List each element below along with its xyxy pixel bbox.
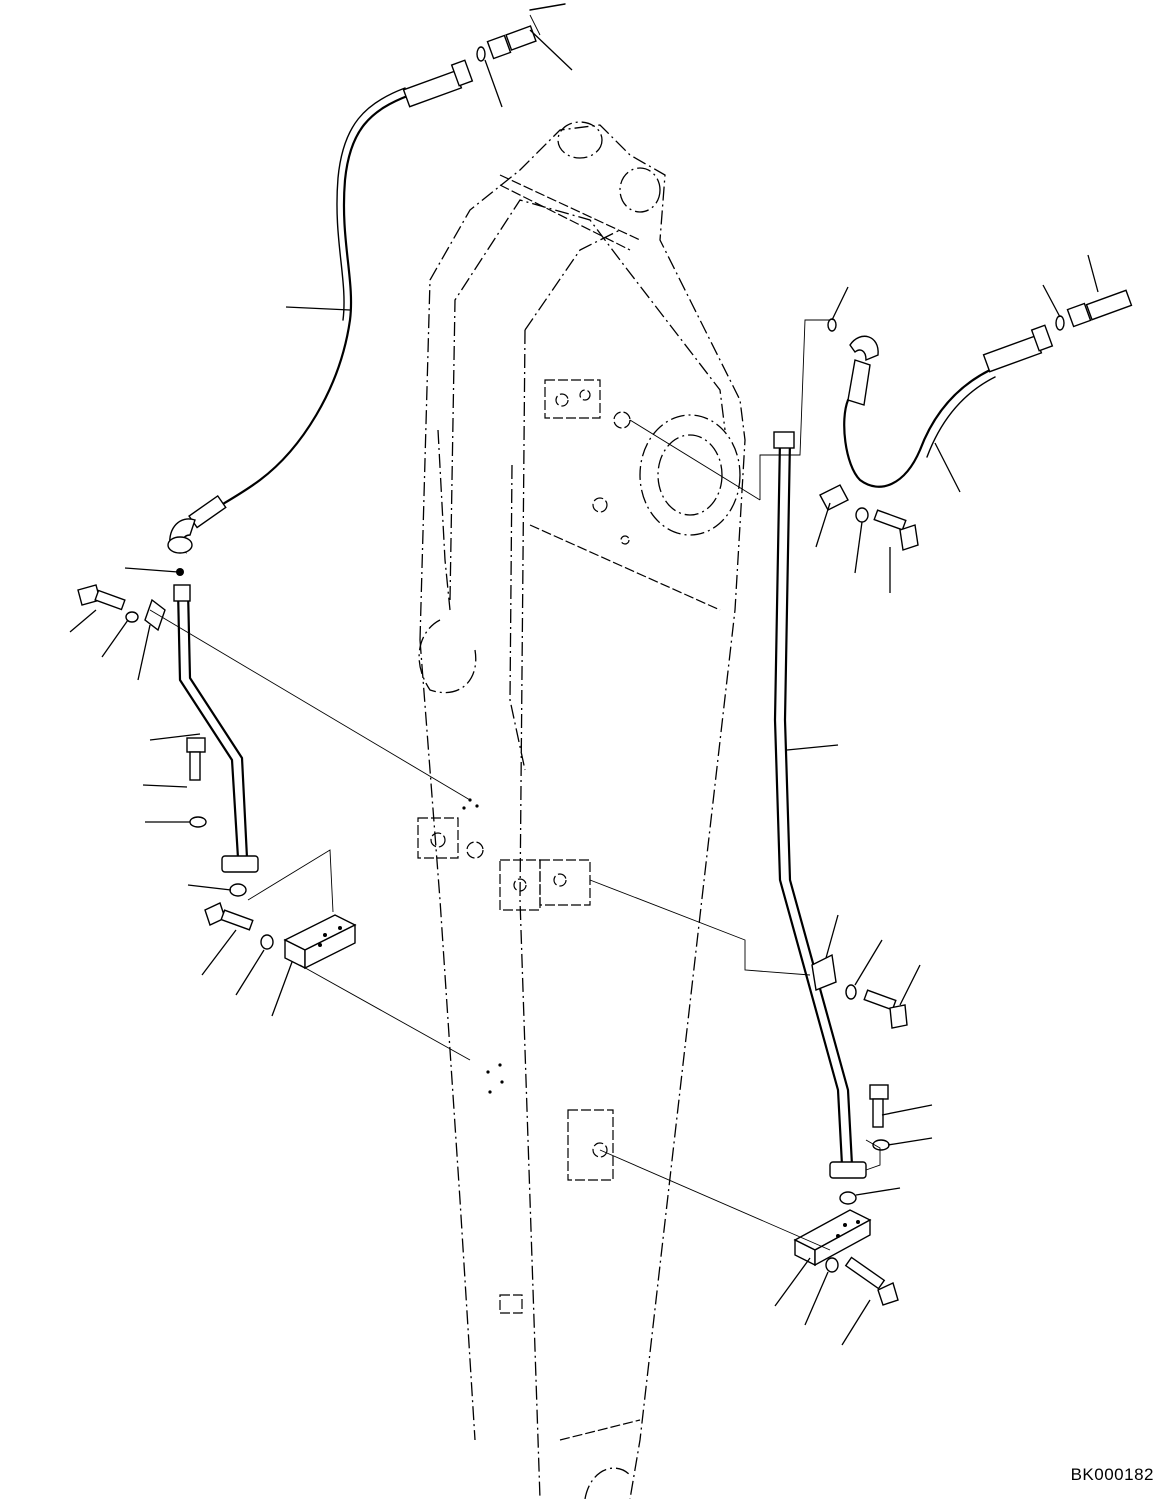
right-oring-top (827, 318, 837, 332)
right-clip-middle (811, 953, 837, 991)
left-clip-top (144, 598, 166, 632)
right-block (793, 1209, 872, 1267)
right-oring (839, 1191, 857, 1205)
left-hose-fitting (476, 3, 566, 62)
arm-bracket-lower (499, 1109, 614, 1314)
drawing-code: BK000182 (1070, 1465, 1154, 1484)
right-bolt-middle (863, 989, 908, 1029)
left-oring (229, 883, 247, 897)
left-washer-middle (189, 816, 207, 828)
leader-lines (69, 29, 1099, 1346)
left-washer-lower (260, 934, 274, 950)
right-pipe (773, 431, 867, 1179)
left-bolt-top (77, 584, 126, 611)
right-bolt-lower (869, 1084, 889, 1128)
arm-bracket-middle-right (499, 859, 591, 911)
right-washer-block (825, 1257, 839, 1273)
assembly-guide-lines (149, 319, 881, 1251)
right-clip-top (819, 484, 849, 511)
left-pipe (173, 568, 259, 873)
arm-bracket-middle-left (417, 817, 484, 859)
left-block (283, 914, 357, 970)
right-hose-fitting (1055, 289, 1133, 331)
left-bolt-middle (186, 737, 206, 781)
left-bolt-lower (204, 902, 254, 931)
left-hose (167, 59, 474, 554)
left-washer-top (125, 611, 139, 623)
right-bolt-top (873, 509, 919, 551)
arm-outline (418, 121, 746, 1499)
right-washer-top (855, 507, 869, 523)
right-washer-middle (845, 984, 857, 1000)
right-hose (843, 324, 1054, 488)
right-bolt-block (844, 1256, 899, 1306)
mounting-hole-markers (462, 798, 504, 1094)
arm-bracket-top (544, 379, 631, 545)
